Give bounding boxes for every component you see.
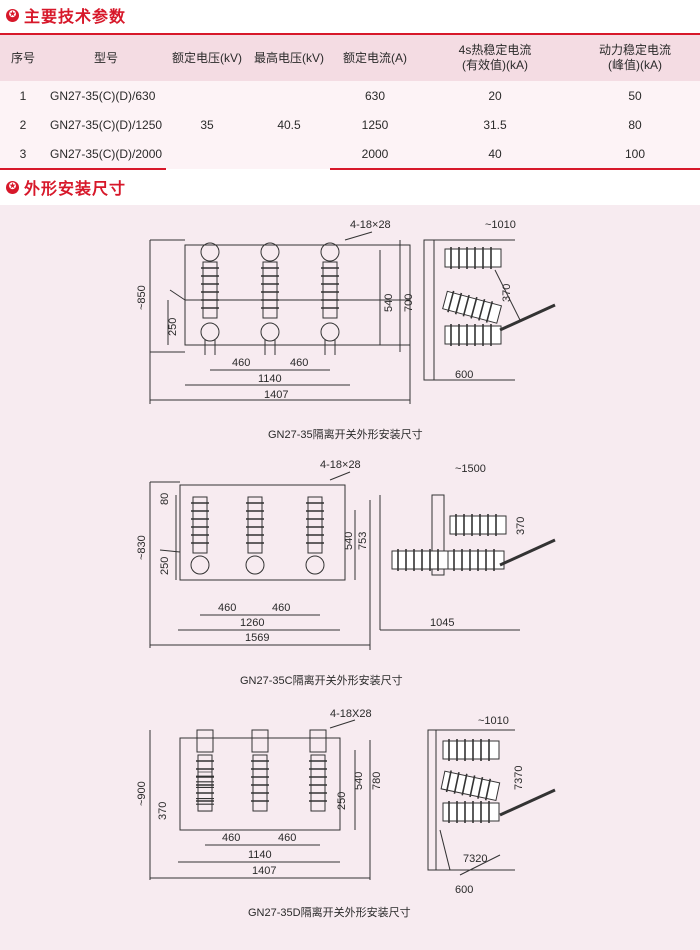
dim-side-width: ~1500: [455, 463, 486, 475]
col-header-dynamic-current: 动力稳定电流 (峰值)(kA): [570, 33, 700, 81]
section-header-params: ✪ 主要技术参数: [6, 4, 126, 26]
dim-250: 250: [159, 557, 171, 575]
dim-holes: 4-18×28: [320, 459, 361, 471]
drawings-panel: [0, 205, 700, 950]
cell-model: GN27-35(C)(D)/630: [46, 81, 166, 110]
dim-side-base: 1045: [430, 617, 454, 629]
drawing-caption: GN27-35D隔离开关外形安装尺寸: [248, 905, 411, 919]
section-title: 主要技术参数: [24, 7, 127, 26]
cell-model: GN27-35(C)(D)/1250: [46, 110, 166, 139]
dim-1569: 1569: [245, 632, 269, 644]
dim-460-a: 460: [232, 357, 250, 369]
dim-460-a: 460: [222, 832, 240, 844]
dim-370: 370: [157, 802, 169, 820]
cell-no: 2: [0, 110, 46, 139]
dim-side-width: ~1010: [485, 219, 516, 231]
dim-250: 250: [336, 792, 348, 810]
table-row: 3 GN27-35(C)(D)/2000 2000 40 100: [0, 139, 700, 170]
dim-540: 540: [343, 532, 355, 550]
section-title: 外形安装尺寸: [24, 179, 127, 198]
dim-1407: 1407: [264, 389, 288, 401]
cell-current: 2000: [330, 139, 420, 170]
drawing-gn27-35d: [149, 719, 556, 880]
col-header-model: 型号: [46, 33, 166, 81]
drawing-gn27-35d-labels: 4-18X28 460 460 1140 1407 ~900 370 250 5…: [136, 708, 525, 919]
cell-current: 1250: [330, 110, 420, 139]
dim-side-base: 600: [455, 884, 473, 896]
cell-dynamic: 80: [570, 110, 700, 139]
parameters-table: 序号 型号 额定电压(kV) 最高电压(kV) 额定电流(A) 4s热稳定电流 …: [0, 33, 700, 170]
dim-460-b: 460: [272, 602, 290, 614]
table-row: 2 GN27-35(C)(D)/1250 1250 31.5 80: [0, 110, 700, 139]
dim-side-370: 370: [501, 284, 513, 302]
section-header-dimensions: ✪ 外形安装尺寸: [6, 176, 126, 198]
cell-no: 1: [0, 81, 46, 110]
dim-540: 540: [383, 294, 395, 312]
dim-1260: 1260: [240, 617, 264, 629]
dim-780: 780: [371, 772, 383, 790]
drawing-gn27-35c: [149, 471, 556, 650]
dim-1140: 1140: [258, 373, 282, 385]
dim-1140: 1140: [248, 849, 272, 861]
dim-460-b: 460: [290, 357, 308, 369]
cell-no: 3: [0, 139, 46, 170]
dim-side-370: 370: [515, 517, 527, 535]
dim-side-width: ~1010: [478, 715, 509, 727]
dim-753: 753: [357, 532, 369, 550]
dim-holes: 4-18×28: [350, 219, 391, 231]
dim-1407: 1407: [252, 865, 276, 877]
cell-rated-voltage: 35: [166, 81, 248, 169]
dim-540: 540: [353, 772, 365, 790]
col-header-max-voltage: 最高电压(kV): [248, 33, 330, 81]
col-header-rated-current: 额定电流(A): [330, 33, 420, 81]
drawing-gn27-35c-labels: 4-18×28 460 460 1260 1569 ~830 250 80 54…: [136, 459, 527, 687]
cell-thermal: 20: [420, 81, 570, 110]
dim-700: 700: [403, 294, 415, 312]
cell-dynamic: 100: [570, 139, 700, 170]
dim-side-7320: 7320: [463, 853, 487, 865]
dim-850: ~850: [136, 285, 148, 310]
col-header-no: 序号: [0, 33, 46, 81]
cell-model: GN27-35(C)(D)/2000: [46, 139, 166, 170]
drawing-gn27-35: [149, 231, 556, 404]
dim-460-b: 460: [278, 832, 296, 844]
star-bullet-icon: ✪: [6, 180, 19, 194]
dim-side-base: 600: [455, 369, 473, 381]
dim-250: 250: [167, 318, 179, 336]
cell-thermal: 31.5: [420, 110, 570, 139]
dim-900: ~900: [136, 781, 148, 806]
cell-dynamic: 50: [570, 81, 700, 110]
drawing-caption: GN27-35隔离开关外形安装尺寸: [268, 427, 423, 441]
cell-current: 630: [330, 81, 420, 110]
star-bullet-icon: ✪: [6, 8, 19, 22]
dim-80: 80: [159, 493, 171, 505]
col-header-rated-voltage: 额定电压(kV): [166, 33, 248, 81]
dim-830: ~830: [136, 535, 148, 560]
dim-holes: 4-18X28: [330, 708, 372, 720]
col-header-thermal-current: 4s热稳定电流 (有效值)(kA): [420, 33, 570, 81]
dim-side-7370: 7370: [513, 766, 525, 790]
drawing-gn27-35-labels: 4-18×28 460 460 1140 1407 ~850 250 540 7…: [136, 219, 516, 441]
cell-max-voltage: 40.5: [248, 81, 330, 169]
dim-460-a: 460: [218, 602, 236, 614]
cell-thermal: 40: [420, 139, 570, 170]
table-row: 1 GN27-35(C)(D)/630 35 40.5 630 20 50: [0, 81, 700, 169]
drawing-caption: GN27-35C隔离开关外形安装尺寸: [240, 673, 403, 687]
table-header-row: 序号 型号 额定电压(kV) 最高电压(kV) 额定电流(A) 4s热稳定电流 …: [0, 33, 700, 81]
